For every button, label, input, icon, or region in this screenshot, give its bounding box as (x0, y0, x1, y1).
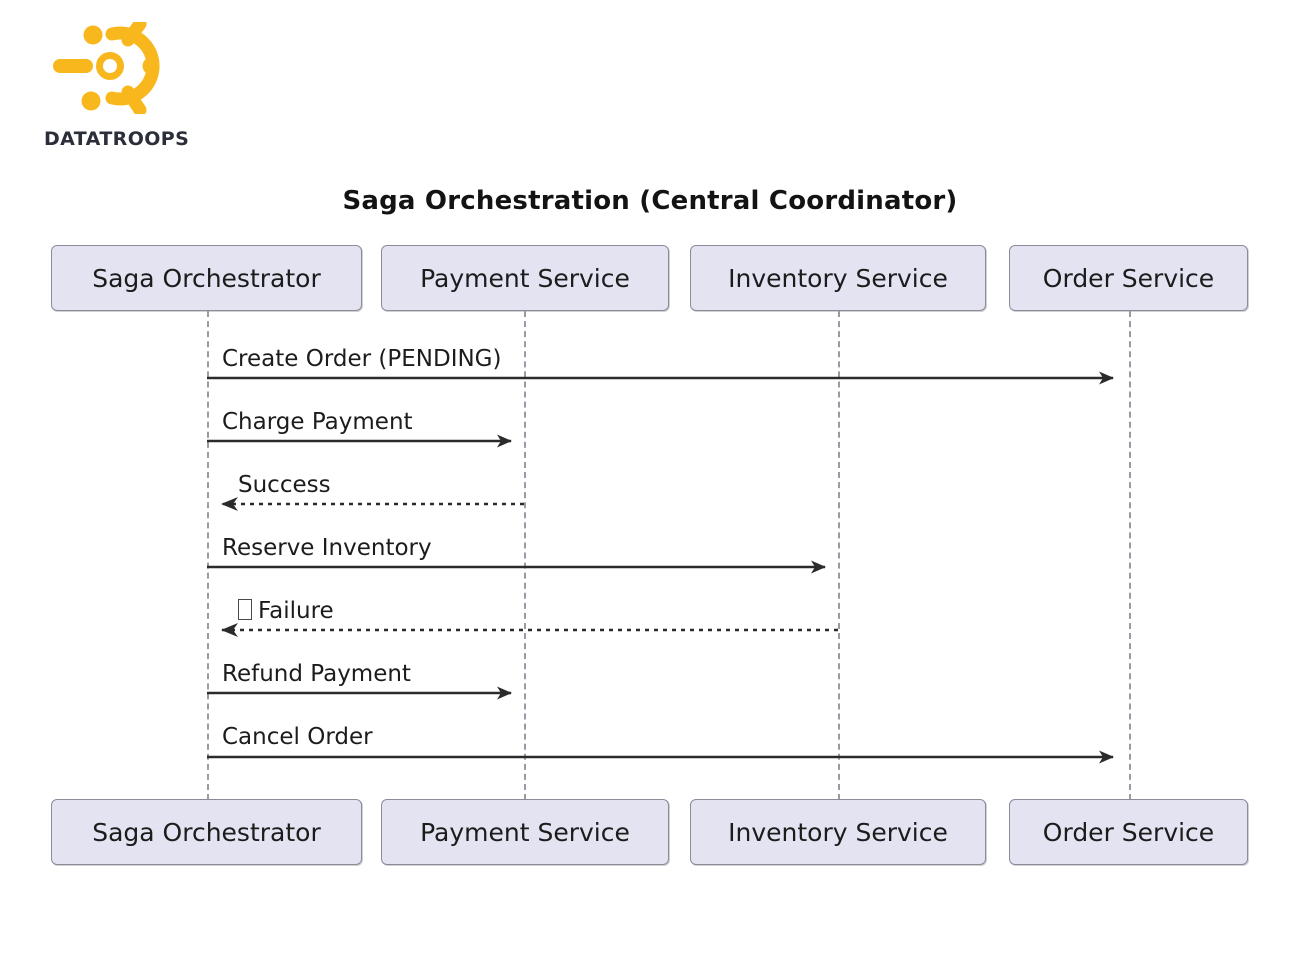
participant-footer-inventory-service[interactable]: Inventory Service (690, 799, 986, 865)
participant-label: Payment Service (420, 817, 630, 847)
participant-header-order-service[interactable]: Order Service (1009, 245, 1248, 311)
participant-header-payment-service[interactable]: Payment Service (381, 245, 669, 311)
message-label-failure: Failure (238, 598, 334, 624)
participant-label: Order Service (1042, 263, 1215, 293)
participant-label: Order Service (1042, 817, 1215, 847)
participant-label: Inventory Service (728, 263, 948, 293)
brand-logo-block: DATATROOPS (44, 17, 234, 150)
participant-footer-order-service[interactable]: Order Service (1009, 799, 1248, 865)
lifeline-order-service (1129, 311, 1131, 800)
message-label-refund-payment: Refund Payment (222, 661, 411, 687)
message-label-failure-text: Failure (258, 598, 334, 624)
participant-header-saga-orchestrator[interactable]: Saga Orchestrator (51, 245, 362, 311)
datatroops-sun-gear-logo-icon (50, 17, 180, 117)
participant-footer-payment-service[interactable]: Payment Service (381, 799, 669, 865)
participant-label: Payment Service (420, 263, 630, 293)
lifeline-inventory-service (838, 311, 840, 800)
message-label-create-order: Create Order (PENDING) (222, 346, 502, 372)
lifeline-payment-service (524, 311, 526, 800)
message-label-success: Success (238, 472, 331, 498)
diagram-title: Saga Orchestration (Central Coordinator) (342, 186, 958, 216)
lifeline-saga-orchestrator (207, 311, 209, 800)
message-label-charge-payment: Charge Payment (222, 409, 413, 435)
participant-header-inventory-service[interactable]: Inventory Service (690, 245, 986, 311)
participant-footer-saga-orchestrator[interactable]: Saga Orchestrator (51, 799, 362, 865)
participant-label: Saga Orchestrator (92, 817, 321, 847)
datatroops-wordmark: DATATROOPS (44, 128, 190, 150)
participant-label: Inventory Service (728, 817, 948, 847)
participant-label: Saga Orchestrator (92, 263, 321, 293)
message-label-reserve-inventory: Reserve Inventory (222, 535, 432, 561)
message-label-cancel-order: Cancel Order (222, 724, 373, 750)
missing-glyph-box-icon (238, 599, 252, 620)
